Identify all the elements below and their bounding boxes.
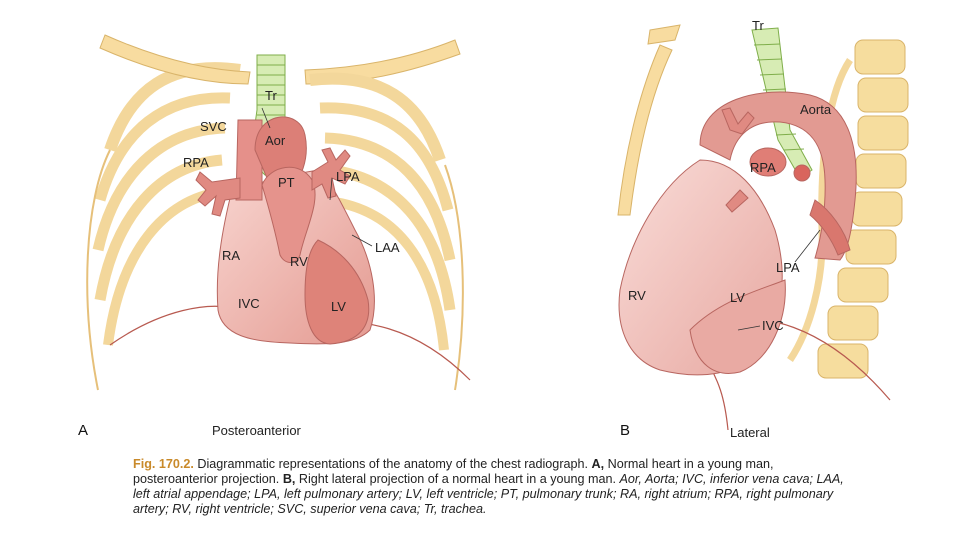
pulmonary-branches-b [721, 107, 755, 213]
panel-a-posteroanterior: Tr SVC Aor RPA PT LPA LAA RA RV IVC LV A… [78, 34, 471, 439]
panel-a-letter: A [78, 422, 88, 439]
spine-b [817, 39, 909, 379]
caption-intro: Diagrammatic representations of the anat… [193, 457, 592, 471]
label-aor-a: Aor [265, 133, 286, 148]
left-ventricle-a [304, 239, 370, 345]
pulmonary-trunk-a [261, 166, 316, 263]
left-clavicle [99, 34, 251, 85]
svc-a [235, 119, 263, 201]
panel-b-lateral: Tr Aorta RPA LPA RV LV IVC B Lateral [617, 18, 909, 440]
label-lv-b: LV [730, 290, 745, 305]
anterior-ribs-b [647, 24, 681, 45]
rpa-stump-b [793, 164, 811, 182]
label-lv-a: LV [331, 299, 346, 314]
label-aorta-b: Aorta [800, 102, 832, 117]
label-pt-a: PT [278, 175, 295, 190]
rpa-branches-a [195, 171, 241, 217]
aorta-b [699, 91, 857, 261]
caption-a-letter: A, [591, 457, 605, 471]
figure-caption: Fig. 170.2. Diagrammatic representations… [133, 457, 853, 517]
label-lpa-a: LPA [336, 169, 360, 184]
lpa-b [809, 199, 851, 256]
caption-fig-number: Fig. 170.2. [133, 457, 194, 471]
lpa-branches-a [311, 147, 351, 199]
label-tr-a: Tr [265, 88, 277, 103]
right-rib-cage [309, 72, 464, 391]
label-ivc-a: IVC [238, 296, 260, 311]
left-ventricle-b [689, 279, 786, 374]
label-lpa-b: LPA [776, 260, 800, 275]
caption-a-text: Normal heart in a young man, posteroante… [133, 457, 774, 486]
label-laa-a: LAA [375, 240, 400, 255]
label-rv-b: RV [628, 288, 646, 303]
panel-a-view: Posteroanterior [212, 423, 302, 438]
panel-b-letter: B [620, 422, 630, 439]
label-ra-a: RA [222, 248, 240, 263]
right-clavicle [304, 39, 461, 85]
caption-b-text: Right lateral projection of a normal hea… [295, 472, 620, 486]
left-rib-cage [86, 62, 241, 391]
panel-b-view: Lateral [730, 425, 770, 440]
caption-abbreviations: Aor, Aorta; IVC, inferior vena cava; LAA… [133, 472, 844, 516]
caption-b-letter: B, [282, 472, 296, 486]
sternum-b [617, 44, 673, 216]
label-rpa-b: RPA [750, 160, 776, 175]
label-tr-b: Tr [752, 18, 764, 33]
label-svc-a: SVC [200, 119, 227, 134]
label-ivc-b: IVC [762, 318, 784, 333]
label-rv-a: RV [290, 254, 308, 269]
label-rpa-a: RPA [183, 155, 209, 170]
rpa-b [749, 147, 787, 177]
